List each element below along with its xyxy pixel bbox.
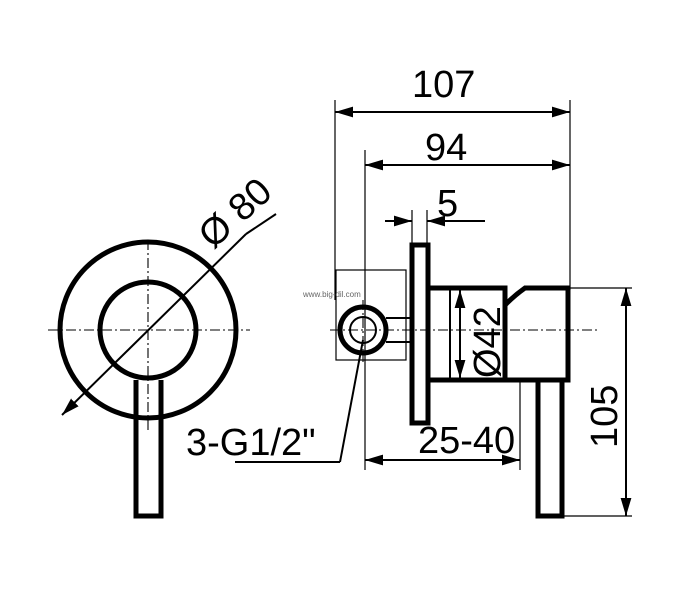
dim-105-label: 105 — [584, 385, 626, 448]
handle-lever — [133, 380, 164, 519]
dim-25-40-label: 25-40 — [418, 420, 515, 462]
handle-head — [503, 285, 571, 383]
cartridge-body-side — [428, 285, 508, 383]
valve-body-housing — [335, 269, 407, 361]
dim-107-label: 107 — [412, 64, 475, 106]
plate-diameter-dimline — [61, 233, 247, 416]
plate-diameter-leader — [245, 213, 277, 235]
dim-94-label: 94 — [425, 127, 467, 169]
handle-lever-side — [535, 380, 565, 519]
side-view: 107 94 5 Ø42 105 — [186, 64, 632, 519]
pipe-stub — [386, 317, 412, 343]
wall-plate-side — [409, 242, 431, 426]
connection-leader — [339, 339, 364, 463]
watermark: www.big-dil.com — [302, 290, 361, 299]
connection-label: 3-G1/2" — [186, 422, 316, 464]
dim-42-label: Ø42 — [467, 306, 509, 378]
front-view: Ø 80 — [48, 170, 280, 519]
dim-5-label: 5 — [437, 183, 458, 225]
